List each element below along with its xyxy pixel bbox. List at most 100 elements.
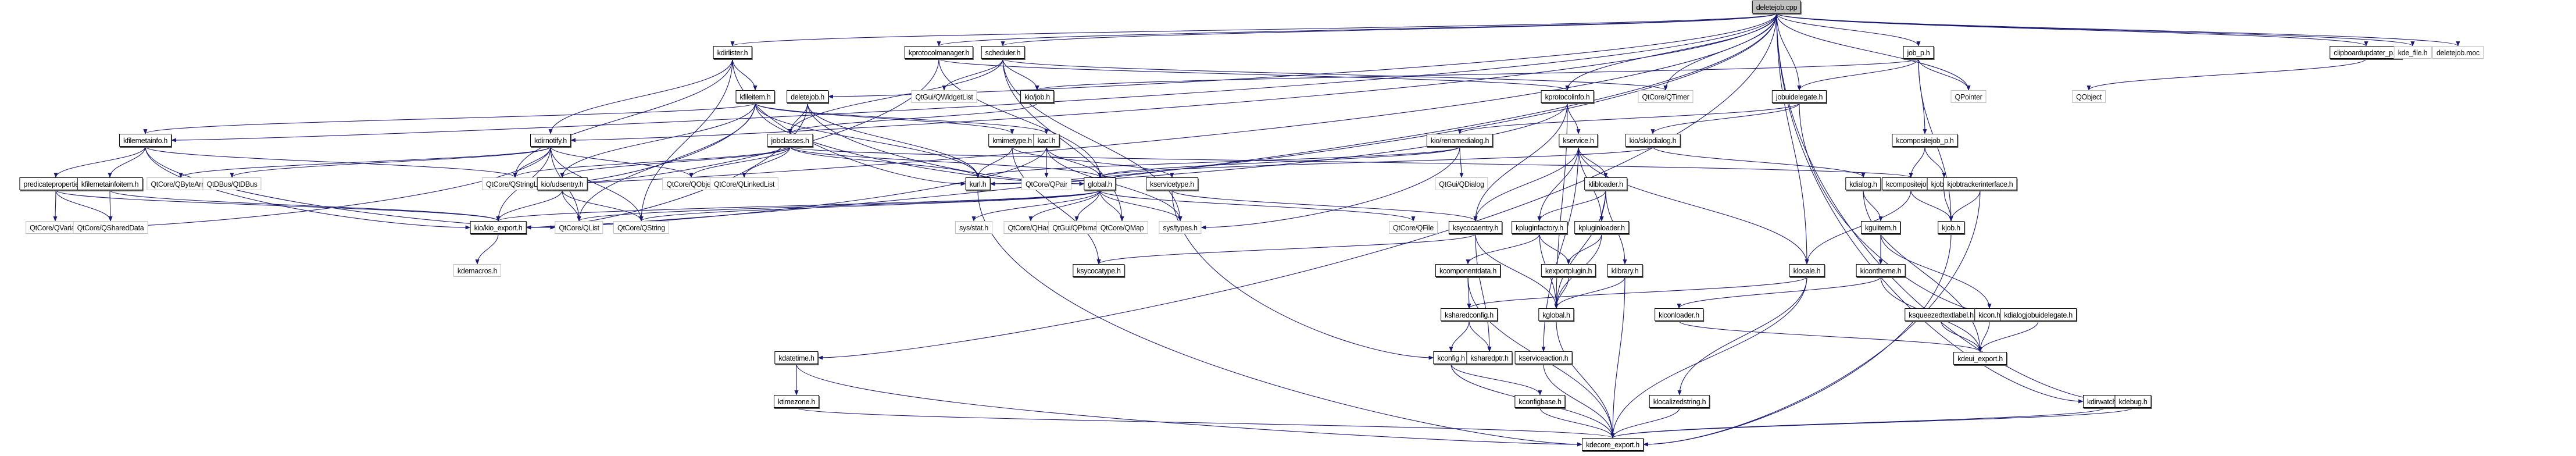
edge-job-p-h-to-jobuidelegate-h <box>1797 58 1919 91</box>
node-ksharedptr-h[interactable]: ksharedptr.h <box>1466 351 1513 364</box>
node-kjobtrackerinterface-h[interactable]: kjobtrackerinterface.h <box>1943 177 2017 190</box>
edge-scheduler-h-to-qtcore-qmap <box>1002 58 1124 222</box>
node-kguiitem-h[interactable]: kguiitem.h <box>1861 221 1900 234</box>
node-kcompositejob-h[interactable]: kcompositejob.h <box>1882 177 1940 190</box>
node-ksqueezedtextlabel-h[interactable]: ksqueezedtextlabel.h <box>1905 308 1978 321</box>
edge-kpluginfactory-h-to-kcomponentdata-h <box>1466 233 1540 265</box>
node-kprotocolmanager-h[interactable]: kprotocolmanager.h <box>904 46 974 59</box>
edge-klibloader-h-to-kglobal-h <box>1554 190 1606 309</box>
node-kurl-h[interactable]: kurl.h <box>965 177 991 190</box>
edge-kservicetype-h-to-ksycocaentry-h <box>1171 190 1478 222</box>
node-qtcore-qvariant: QtCore/QVariant <box>26 221 85 234</box>
node-kdebug-h[interactable]: kdebug.h <box>2114 395 2152 408</box>
edge-deletejob-cpp-to-kdirlister-h <box>731 13 1777 47</box>
edge-kjob-p-h-to-kjob-h <box>1943 190 1953 222</box>
node-kacl-h[interactable]: kacl.h <box>1033 134 1060 147</box>
edge-scheduler-h-to-qtgui-qwidgetlist <box>942 58 1003 91</box>
edge-deletejob-cpp-to-kde-file-h <box>1776 13 2415 47</box>
node-kio-job-h[interactable]: kio/job.h <box>1020 90 1054 103</box>
node-klibloader-h[interactable]: klibloader.h <box>1584 177 1627 190</box>
node-kicontheme-h[interactable]: kicontheme.h <box>1856 264 1906 277</box>
node-kservicetype-h[interactable]: kservicetype.h <box>1146 177 1198 190</box>
edge-kio-renamedialog-h-to-global-h <box>1098 146 1460 178</box>
node-clipboardupdater-p-h[interactable]: clipboardupdater_p.h <box>2330 46 2403 59</box>
edge-kdialogjobuidelegate-h-to-kdeui-export-h <box>1978 320 2039 352</box>
node-qtcore-qpair: QtCore/QPair <box>1021 177 1072 190</box>
edge-jobclasses-h-to-kio-udsentry-h <box>560 146 791 178</box>
edge-kio-udsentry-h-to-qtcore-qstring <box>562 190 644 222</box>
node-klocale-h[interactable]: klocale.h <box>1789 264 1825 277</box>
edge-job-p-h-to-qpointer <box>1918 58 1971 91</box>
node-ksycocatype-h[interactable]: ksycocatype.h <box>1073 264 1125 277</box>
node-kio-udsentry-h[interactable]: kio/udsentry.h <box>537 177 588 190</box>
node-kdialogjobuidelegate-h[interactable]: kdialogjobuidelegate.h <box>2000 308 2077 321</box>
edge-kdirnotify-h-to-qtcore-qobject <box>550 146 694 178</box>
node-deletejob-cpp[interactable]: deletejob.cpp <box>1752 1 1802 13</box>
node-kdirlister-h[interactable]: kdirlister.h <box>713 46 752 59</box>
node-jobclasses-h[interactable]: jobclasses.h <box>767 134 813 147</box>
node-kde-file-h: kde_file.h <box>2393 46 2432 59</box>
node-ksharedconfig-h[interactable]: ksharedconfig.h <box>1441 308 1498 321</box>
node-kdirnotify-h[interactable]: kdirnotify.h <box>530 134 571 147</box>
node-kmimetype-h[interactable]: kmimetype.h <box>988 134 1036 147</box>
node-kdecore-export-h[interactable]: kdecore_export.h <box>1582 438 1644 451</box>
node-job-p-h[interactable]: job_p.h <box>1903 46 1934 59</box>
node-kexportplugin-h[interactable]: kexportplugin.h <box>1541 264 1596 277</box>
node-kfileitem-h[interactable]: kfileitem.h <box>735 90 775 103</box>
node-kfilemetainfoitem-h[interactable]: kfilemetainfoitem.h <box>77 177 143 190</box>
node-kfilemetainfo-h[interactable]: kfilemetainfo.h <box>119 134 172 147</box>
node-ksycocaentry-h[interactable]: ksycocaentry.h <box>1448 221 1503 234</box>
edge-kicon-h-to-kdeui-export-h <box>1978 320 1990 352</box>
node-klibrary-h[interactable]: klibrary.h <box>1607 264 1643 277</box>
node-scheduler-h[interactable]: scheduler.h <box>981 46 1025 59</box>
node-qtcore-qmap: QtCore/QMap <box>1096 221 1148 234</box>
edge-kdirnotify-h-to-qtcore-qstring <box>550 146 644 222</box>
edge-kserviceaction-h-to-kdecore-export-h <box>1543 364 1615 439</box>
node-kdemacros-h: kdemacros.h <box>453 264 502 277</box>
edge-global-h-to-qtcore-qmap <box>1099 190 1124 222</box>
node-kio-kio-export-h[interactable]: kio/kio_export.h <box>470 221 527 234</box>
node-jobuidelegate-h[interactable]: jobuidelegate.h <box>1771 90 1827 103</box>
node-predicateproperties-h[interactable]: predicateproperties.h <box>19 177 92 190</box>
edge-kmimetype-h-to-ksycocatype-h <box>1012 146 1101 265</box>
edge-kconfig-h-to-kconfigbase-h <box>1450 364 1542 396</box>
edge-kjobtrackerinterface-h-to-kjob-h <box>1949 190 1981 222</box>
node-kjob-h[interactable]: kjob.h <box>1938 221 1964 234</box>
node-kio-renamedialog-h[interactable]: kio/renamedialog.h <box>1426 134 1494 147</box>
node-kcomponentdata-h[interactable]: kcomponentdata.h <box>1435 264 1501 277</box>
node-kdialog-h[interactable]: kdialog.h <box>1845 177 1881 190</box>
edge-klocale-h-to-kdecore-export-h <box>1610 276 1807 439</box>
node-kiconloader-h[interactable]: kiconloader.h <box>1655 308 1703 321</box>
node-kserviceaction-h[interactable]: kserviceaction.h <box>1514 351 1573 364</box>
node-kcompositejob-p-h[interactable]: kcompositejob_p.h <box>1892 134 1958 147</box>
node-qtgui-qdialog: QtGui/QDialog <box>1435 177 1488 190</box>
edge-kservice-h-to-klibloader-h <box>1578 146 1608 178</box>
edge-kfilemetainfo-h-to-kio-kio-export-h <box>145 146 471 230</box>
node-kdatetime-h[interactable]: kdatetime.h <box>774 351 819 364</box>
node-ktimezone-h[interactable]: ktimezone.h <box>773 395 820 408</box>
node-global-h[interactable]: global.h <box>1084 177 1116 190</box>
node-deletejob-h[interactable]: deletejob.h <box>787 90 828 103</box>
edge-kfileitem-h-to-kurl-h <box>755 102 980 178</box>
edge-jobclasses-h-to-qtcore-qlinkedlist <box>742 146 791 178</box>
node-klocalizedstring-h[interactable]: klocalizedstring.h <box>1649 395 1710 408</box>
edge-kdirnotify-h-to-qtcore-qbytearray <box>178 146 551 178</box>
edge-kio-job-h-to-jobclasses-h <box>788 102 1038 134</box>
node-kpluginloader-h[interactable]: kpluginloader.h <box>1574 221 1629 234</box>
edge-global-h-to-qtcore-qlist <box>577 190 1101 222</box>
edge-deletejob-cpp-to-klocale-h <box>1776 13 1809 265</box>
node-kglobal-h[interactable]: kglobal.h <box>1538 308 1574 321</box>
edge-deletejob-cpp-to-kdirnotify-h <box>570 13 1777 142</box>
node-kio-skipdialog-h[interactable]: kio/skipdialog.h <box>1625 134 1681 147</box>
edge-kprotocolmanager-h-to-qtcore-qstringlist <box>548 58 939 186</box>
node-kservice-h[interactable]: kservice.h <box>1559 134 1598 147</box>
node-kprotocolinfo-h[interactable]: kprotocolinfo.h <box>1541 90 1594 103</box>
node-kdeui-export-h[interactable]: kdeui_export.h <box>1953 352 2007 365</box>
node-kpluginfactory-h[interactable]: kpluginfactory.h <box>1512 221 1567 234</box>
node-kconfigbase-h[interactable]: kconfigbase.h <box>1514 395 1566 408</box>
edge-kicontheme-h-to-kiconloader-h <box>1677 276 1881 309</box>
node-kconfig-h[interactable]: kconfig.h <box>1433 351 1469 364</box>
edge-predicateproperties-h-to-qtcore-qvariant <box>53 190 58 222</box>
edge-kcompositejob-h-to-kjob-h <box>1910 190 1953 222</box>
